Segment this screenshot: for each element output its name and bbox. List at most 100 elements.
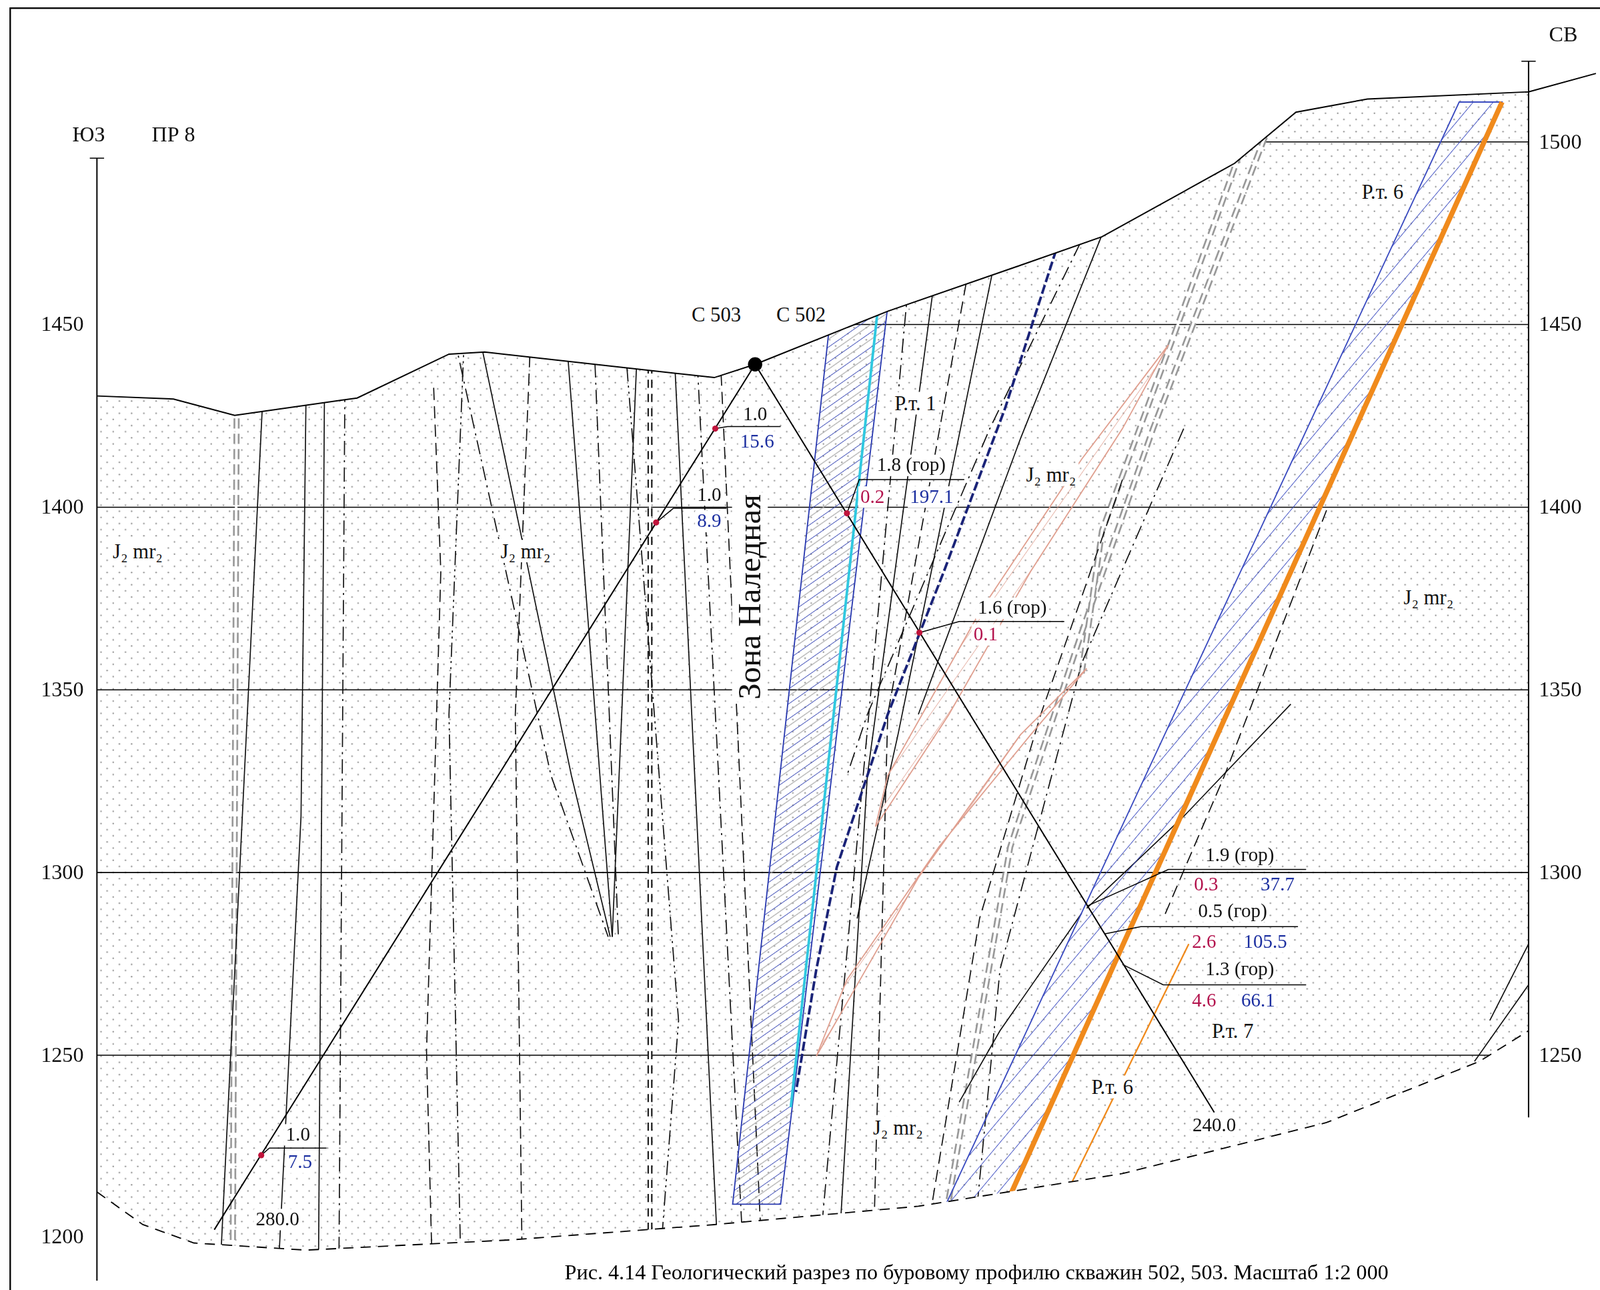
section-body: [96, 102, 1529, 1286]
section-label: 1350: [38, 678, 86, 702]
contact-line: [219, 387, 264, 1286]
section-label: J₂ mr₂: [1023, 463, 1078, 487]
section-label: Р.т. 7: [1209, 1019, 1256, 1042]
section-label: 8.9: [694, 510, 723, 533]
contact-line: [695, 336, 745, 1286]
contact-line: [624, 336, 679, 1286]
section-label: J₂ mr₂: [871, 1116, 926, 1140]
contact-line: [673, 336, 720, 1286]
contact-line: [1474, 984, 1529, 1062]
section-label: 1350: [1536, 678, 1584, 702]
contact-line: [847, 219, 1092, 776]
contact-line: [448, 336, 465, 1286]
section-label: J₂ mr₂: [110, 539, 165, 563]
section-label: 1400: [38, 495, 86, 519]
ore-vein-line: [790, 311, 878, 1108]
ore-body-7: [1061, 943, 1189, 1204]
axis-tick: [1521, 60, 1536, 63]
section-label: 1250: [38, 1043, 86, 1067]
elevation-gridline: [96, 1054, 1529, 1056]
contact-line: [566, 336, 613, 938]
section-label: 1300: [38, 860, 86, 884]
contact-line: [515, 336, 531, 1286]
contact-line: [338, 387, 345, 1286]
frame: [10, 8, 1600, 1290]
section-label: С 503: [689, 302, 743, 326]
borehole-502: [754, 364, 1214, 1112]
section-label: ЮЗ: [70, 122, 107, 147]
section-label: СВ: [1546, 22, 1580, 47]
section-label: 1.9 (гор): [1203, 844, 1276, 866]
section-label: 1250: [1536, 1043, 1584, 1067]
right-axis: [1527, 61, 1530, 1118]
elevation-gridline: [96, 141, 1529, 143]
section-label: 1450: [38, 312, 86, 337]
section-bottom: [96, 1030, 1529, 1250]
axis-tick: [90, 157, 105, 159]
section-label: 0.1: [971, 624, 1000, 646]
section-label: Зона Наледная: [732, 492, 769, 702]
section-label: 7.5: [286, 1151, 315, 1174]
figure-caption: Рис. 4.14 Геологический разрез по бурово…: [561, 1260, 1392, 1284]
section-label: J₂ mr₂: [498, 539, 553, 563]
section-label: 15.6: [738, 430, 777, 453]
sample-point: [258, 1151, 265, 1158]
section-label: 1500: [1536, 130, 1584, 154]
borehole-collar: [747, 356, 762, 371]
dyke-line: [648, 336, 651, 1286]
section-label: 1.3 (гор): [1203, 958, 1276, 980]
section-label: 1300: [1536, 860, 1584, 884]
section-label: 1200: [38, 1225, 86, 1249]
section-label: 1.8 (гор): [875, 454, 948, 477]
section-label: 66.1: [1239, 990, 1278, 1012]
section-label: 1.0: [694, 484, 723, 506]
contact-line: [479, 336, 611, 938]
section-label: 1.0: [284, 1123, 313, 1146]
fault-breccia-line: [1081, 152, 1240, 673]
section-label: 1.6 (гор): [975, 597, 1049, 619]
section-label: Р.т. 6: [1089, 1075, 1136, 1099]
section-label: 105.5: [1241, 931, 1290, 953]
section-label: Р.т. 6: [1359, 180, 1406, 204]
section-label: 37.7: [1258, 874, 1297, 896]
contact-line: [1489, 943, 1529, 1021]
section-label: 0.2: [858, 486, 887, 508]
contact-line: [318, 387, 325, 1286]
section-label: 0.5 (гор): [1196, 900, 1270, 922]
section-label: 1450: [1536, 312, 1584, 337]
left-axis: [96, 158, 98, 1281]
contact-line: [593, 336, 619, 938]
section-label: 4.6: [1189, 990, 1218, 1012]
sample-point: [712, 425, 719, 432]
ore-zone-boundary: [795, 250, 1056, 1092]
contact-line: [612, 336, 638, 938]
fault-breccia-line: [1081, 152, 1240, 673]
borehole-503: [214, 364, 755, 1230]
section-label: J₂ mr₂: [1401, 585, 1456, 609]
ground-surface: [96, 73, 1596, 416]
sample-point: [916, 629, 923, 636]
section-label: 280.0: [253, 1208, 302, 1230]
section-label: 0.3: [1191, 874, 1220, 896]
section-label: 197.1: [907, 486, 956, 508]
sample-point: [843, 510, 850, 517]
sample-point: [652, 519, 659, 526]
ore-zone-6: [947, 102, 1502, 1202]
altered-zone: [875, 344, 1169, 827]
sandstone-fill: [96, 92, 1529, 1251]
section-label: 1400: [1536, 495, 1584, 519]
nalednaya-zone: [732, 306, 889, 1204]
section-label: 1.0: [740, 403, 769, 425]
fault-breccia-line: [232, 387, 237, 1286]
section-label: ПР 8: [149, 122, 197, 147]
fault-breccia-line: [232, 387, 237, 1286]
section-label: С 502: [774, 302, 828, 326]
dyke-line: [647, 336, 653, 1286]
sample-leader: [847, 479, 965, 513]
contact-line: [426, 387, 441, 1286]
sample-leader: [715, 426, 781, 429]
section-label: 240.0: [1190, 1115, 1239, 1137]
section-label: Р.т. 1: [892, 392, 939, 415]
ore-body-6: [1007, 102, 1502, 1202]
